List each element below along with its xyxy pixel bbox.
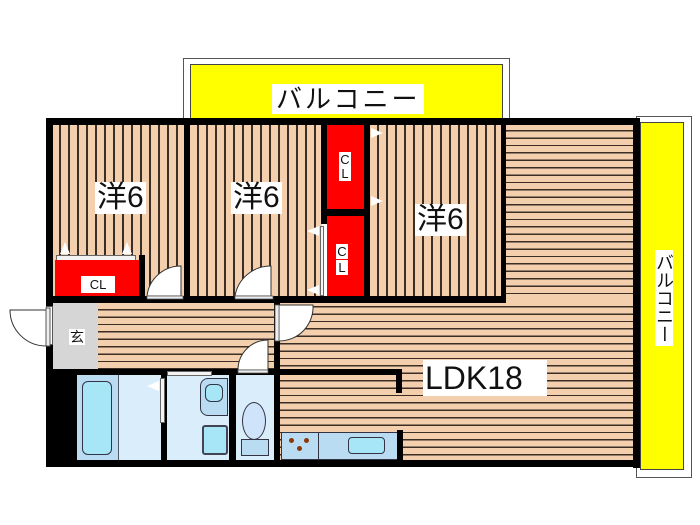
wall-washroom-toilet — [229, 375, 236, 465]
room-1-door[interactable] — [145, 264, 185, 300]
outer-wall-right — [633, 118, 640, 468]
closet-3-door-arrow-icon — [307, 226, 319, 236]
kitchen-end-wall — [397, 430, 403, 465]
closet-3-door-arrow-icon — [307, 285, 319, 295]
stove-burner-icon — [289, 438, 294, 443]
balcony-top-label: バルコニー — [272, 84, 425, 114]
wall-room1-room2 — [184, 118, 190, 303]
closet-room-3-label-l: L — [336, 260, 348, 275]
room-2-door[interactable] — [233, 264, 275, 300]
toilet-bowl — [242, 402, 266, 440]
outer-wall-left — [46, 118, 53, 306]
stove-burner-icon — [304, 438, 309, 443]
western-room-2-label: 洋6 — [231, 181, 282, 214]
ldk-floor-upper — [505, 124, 635, 300]
ldk-partition-stub — [396, 369, 402, 393]
closet-room-2-label-c: C — [339, 152, 351, 167]
outer-wall-top — [46, 118, 638, 125]
closet-1-door-arrow-icon — [60, 242, 70, 254]
toilet-door[interactable] — [236, 338, 272, 374]
closet-room-2-label-l: L — [339, 166, 351, 181]
closet-1-door-arrow-icon — [122, 242, 132, 254]
balcony-right-label: バルコニー — [654, 250, 674, 346]
washroom-door-track — [167, 371, 212, 376]
ldk-label: LDK18 — [423, 360, 547, 396]
wall-room2-closet — [321, 118, 327, 224]
wall-hallway-bath — [46, 369, 280, 375]
wall-hallway-ldk — [274, 300, 280, 467]
wall-rooms-bottom — [46, 296, 506, 303]
stove-burner-icon — [297, 446, 302, 451]
bath-block-wall — [46, 369, 77, 467]
entrance-label: 玄 — [69, 329, 85, 345]
closet-room-1-label: CL — [81, 276, 115, 293]
bathroom-door-arrow-icon — [147, 381, 159, 391]
western-room-3-label: 洋6 — [415, 203, 466, 236]
closet-2-door-arrow-icon — [371, 128, 383, 138]
toilet-tank — [241, 439, 269, 456]
wall-between-closets — [321, 209, 370, 216]
ldk-door[interactable] — [273, 303, 317, 349]
entrance-door[interactable] — [8, 306, 54, 348]
ldk-partition-wall — [280, 369, 402, 375]
stove-divider — [318, 432, 319, 460]
kitchen-sink — [348, 437, 385, 454]
wall-closet1-right — [139, 255, 145, 300]
wall-room3-ldk — [501, 118, 506, 301]
closet-2-door-arrow-icon — [371, 196, 383, 206]
bathtub — [82, 381, 112, 455]
washbasin — [205, 384, 223, 402]
closet-room-3-label-c: C — [336, 244, 348, 259]
closet-3-door-track — [320, 226, 324, 296]
western-room-3-floor — [370, 124, 502, 298]
bathroom-divider — [118, 375, 119, 460]
western-room-1-label: 洋6 — [95, 181, 146, 214]
outer-wall-bottom — [46, 460, 640, 467]
bathroom-door-track — [160, 378, 165, 423]
washing-machine — [202, 425, 228, 455]
